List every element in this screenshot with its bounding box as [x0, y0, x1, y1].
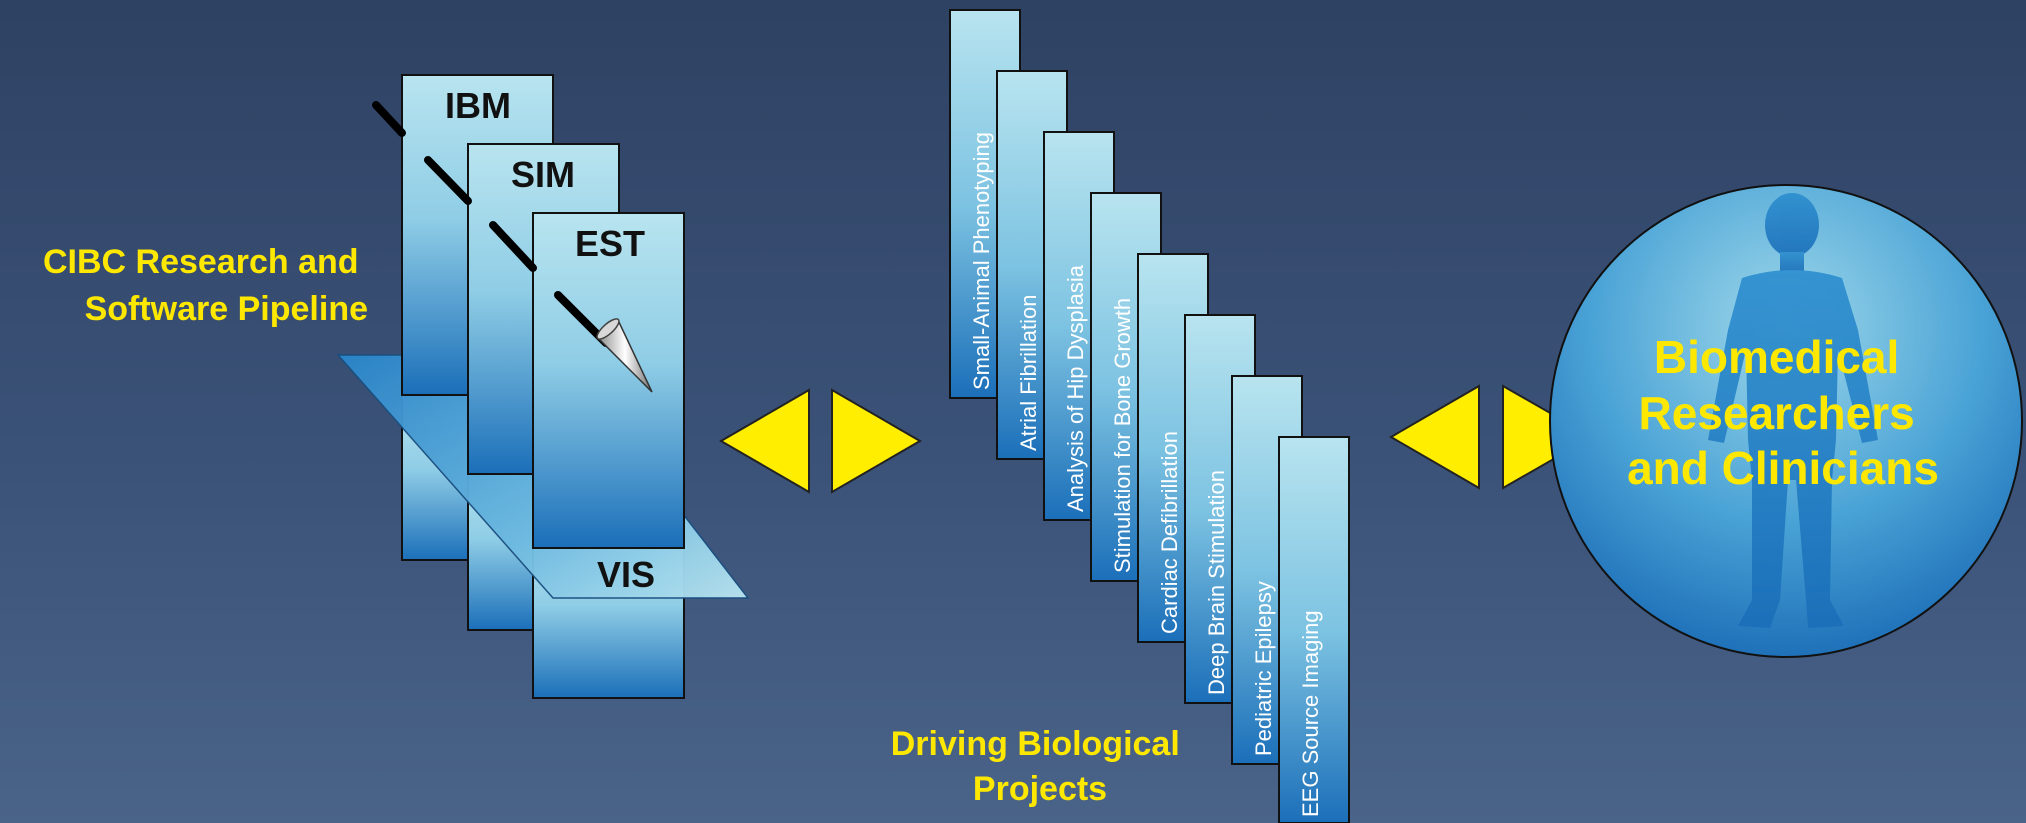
left-arrow-icon	[1389, 384, 1480, 490]
vis-label: VIS	[597, 554, 655, 595]
researchers-title: Biomedical Researchers and Clinicians	[1627, 331, 1939, 494]
project-label: Small-Animal Phenotyping	[969, 132, 994, 390]
left-arrow-icon	[719, 388, 810, 494]
project-bar-rect	[1278, 436, 1350, 823]
needle-arrow-icon	[554, 291, 653, 393]
right-arrow-icon	[1502, 384, 1595, 490]
project-label: Cardiac Defibrillation	[1157, 431, 1182, 634]
ibm-card-label: IBM	[445, 85, 511, 126]
est-card: EST	[532, 212, 685, 549]
project-label: Atrial Fibrillation	[1016, 295, 1041, 452]
project-label: Deep Brain Stimulation	[1204, 470, 1229, 695]
pipeline-needle-segment-2	[424, 156, 472, 205]
est-card-label: EST	[575, 223, 645, 264]
double-triangle-arrow-icon	[719, 388, 922, 494]
project-bar: EEG Source Imaging	[1278, 436, 1350, 823]
pipeline-needle-segment-1	[372, 101, 406, 137]
sim-card-label: SIM	[511, 154, 575, 195]
projects-title: Driving Biological Projects	[891, 725, 1190, 808]
right-arrow-icon	[831, 388, 922, 494]
project-label: Stimulation for Bone Growth	[1110, 298, 1135, 573]
project-label: Pediatric Epilepsy	[1251, 581, 1276, 756]
pipeline-stack: VIS IBM SIM EST	[336, 74, 750, 699]
researchers-circle: Biomedical Researchers and Clinicians	[1549, 184, 2023, 658]
double-triangle-arrow-icon	[1389, 384, 1595, 490]
pipeline-needle-segment-3	[489, 221, 537, 272]
human-silhouette-icon	[1708, 193, 1878, 628]
project-label: Analysis of Hip Dysplasia	[1063, 264, 1088, 512]
project-label: EEG Source Imaging	[1298, 610, 1323, 817]
pipeline-title: CIBC Research and Software Pipeline	[43, 243, 368, 328]
